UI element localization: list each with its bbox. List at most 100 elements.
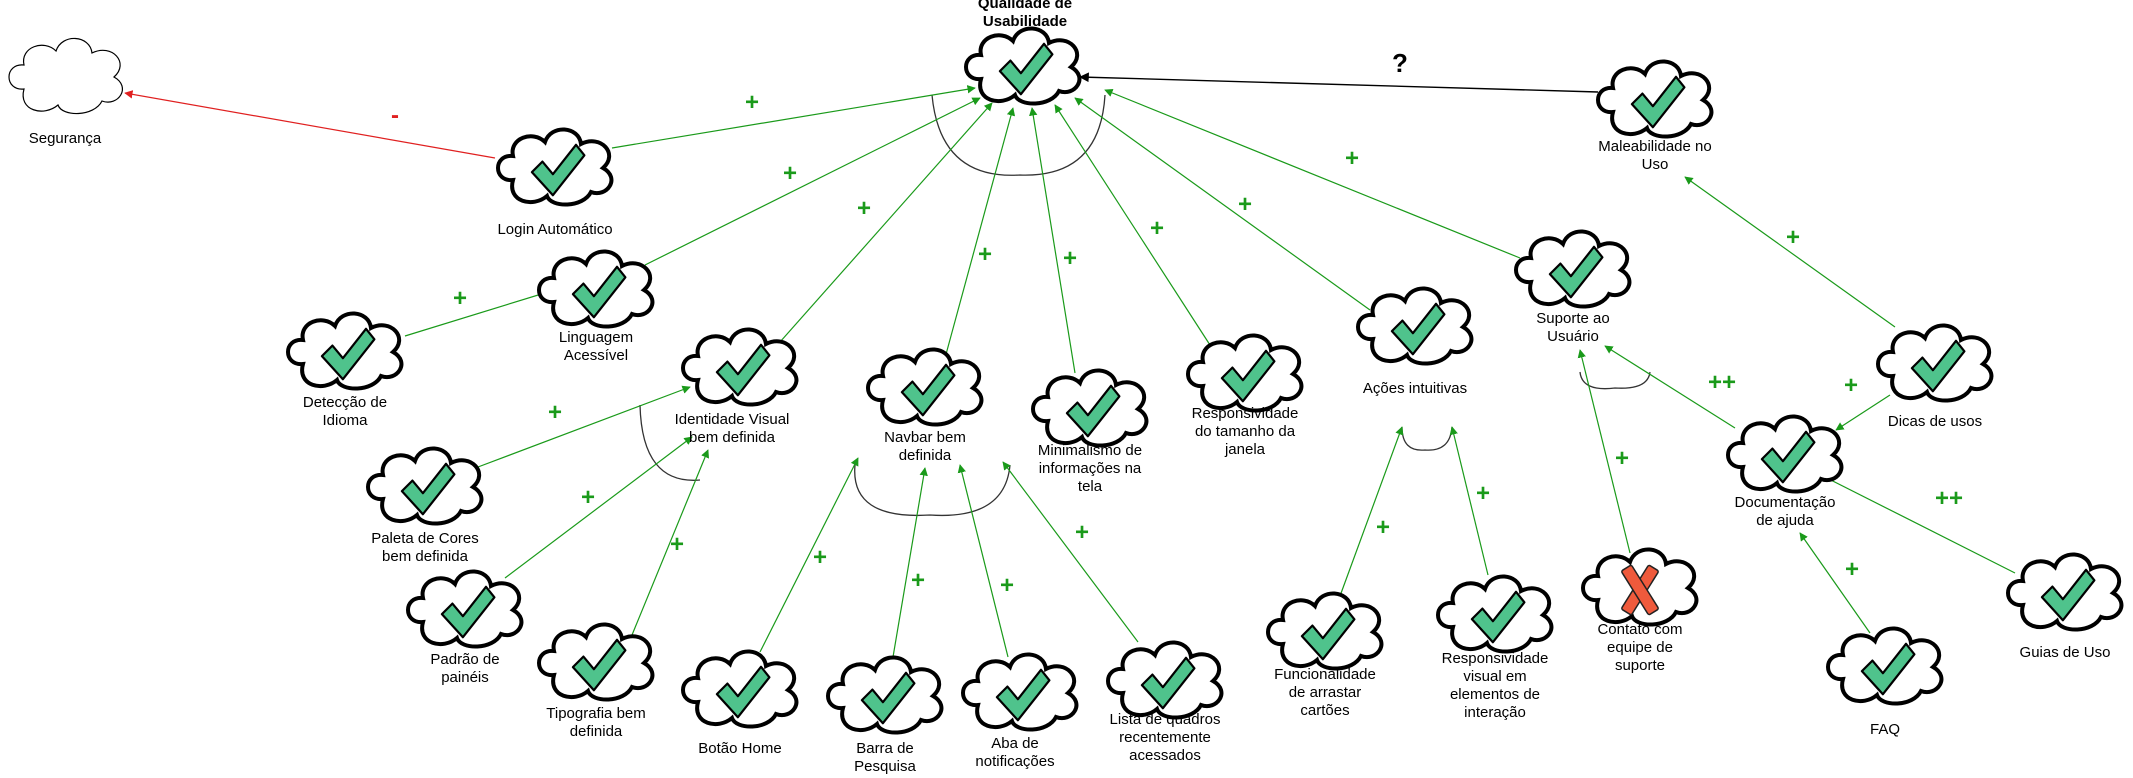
check-icon: [571, 265, 627, 319]
link-line: [124, 90, 496, 159]
softgoal-label: Botão Home: [698, 740, 781, 757]
cloud-icon: [826, 655, 944, 735]
check-icon: [715, 343, 771, 397]
cloud-icon: [537, 622, 655, 702]
link-label: +: [453, 285, 467, 312]
check-icon: [1548, 245, 1604, 299]
link-barra-to-navbar: +: [892, 467, 928, 658]
link-tipografia-to-identidade: +: [631, 449, 710, 636]
link-line: [1054, 104, 1211, 346]
cloud-icon: [496, 127, 614, 207]
cloud-icon: [866, 347, 984, 427]
check-icon: [1630, 75, 1686, 129]
link-padrao-to-identidade: +: [504, 436, 693, 579]
check-icon: [1220, 349, 1276, 403]
link-label: +: [1844, 372, 1858, 399]
and-arc-qualidade: [931, 94, 1106, 176]
check-icon: [2040, 568, 2096, 622]
link-line: [1577, 349, 1631, 554]
and-arc-suporte: [1579, 371, 1651, 390]
link-label: +: [548, 399, 562, 426]
link-line: [1684, 176, 1896, 328]
check-icon: [400, 462, 456, 516]
cloud-icon: [286, 311, 404, 391]
softgoal-label: Login Automático: [497, 221, 612, 238]
link-acoes-to-qualidade: +: [1074, 97, 1371, 311]
check-icon: [320, 327, 376, 381]
link-label: +: [911, 567, 925, 594]
link-line: [1835, 394, 1891, 431]
decomposition-arcs: [639, 94, 1651, 517]
link-maleabilidade-to-qualidade: ?: [1079, 48, 1599, 93]
cloud-icon: [2006, 552, 2124, 632]
link-label: +: [1376, 514, 1390, 541]
link-dicas-to-documentacao: +: [1835, 372, 1891, 431]
link-line: [504, 436, 693, 579]
link-line: [892, 467, 928, 658]
softgoal-label: Dicas de usos: [1888, 413, 1982, 430]
softgoal-dicas[interactable]: Dicas de usos: [1876, 323, 1994, 430]
check-icon: [998, 42, 1054, 96]
cloud-icon: [1514, 229, 1632, 309]
link-login-to-seguranca: -: [124, 90, 496, 159]
link-contato-to-suporte: +: [1577, 349, 1631, 554]
link-faq-to-documentacao: +: [1799, 532, 1871, 634]
cloud-icon: [1826, 626, 1944, 706]
cloud-icon: [1726, 414, 1844, 494]
link-label: +: [1238, 191, 1252, 218]
check-icon: [440, 585, 496, 639]
link-line: [944, 107, 1016, 359]
link-line: [1079, 72, 1599, 93]
softgoal-guias[interactable]: Guias de Uso: [2006, 552, 2124, 661]
link-botao-to-navbar: +: [759, 457, 859, 653]
link-label: +: [783, 160, 797, 187]
softgoal-faq[interactable]: FAQ: [1826, 626, 1944, 738]
link-line: [477, 385, 691, 468]
link-label: +: [1476, 480, 1490, 507]
softgoal-seguranca[interactable]: Segurança: [8, 37, 123, 147]
check-icon: [1470, 590, 1526, 644]
check-icon: [1390, 302, 1446, 356]
softgoal-botao[interactable]: Botão Home: [681, 649, 799, 757]
link-line: [404, 290, 549, 337]
check-icon: [1760, 430, 1816, 484]
link-respvisual-to-acoes: +: [1449, 426, 1490, 576]
link-line: [1029, 107, 1076, 374]
link-line: [1104, 88, 1521, 259]
softgoal-acoes[interactable]: Ações intuitivas: [1356, 286, 1474, 397]
cloud-icon: [537, 249, 655, 329]
link-label: +: [745, 89, 759, 116]
softgoal-login[interactable]: Login Automático: [496, 127, 614, 238]
